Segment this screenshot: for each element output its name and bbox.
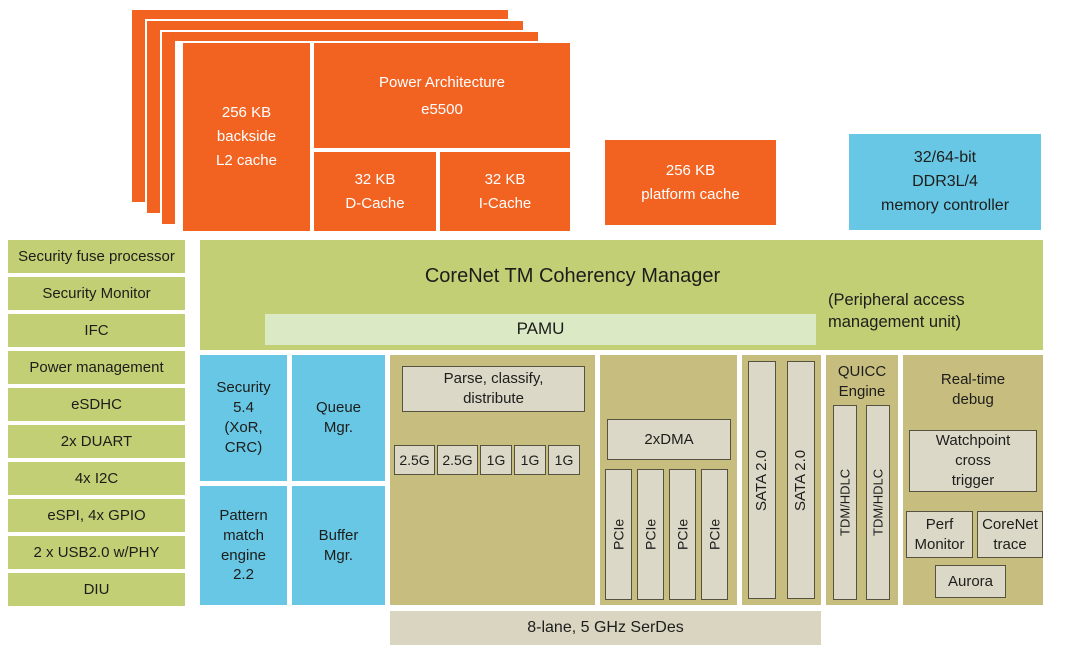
eth-port-1g-2: 1G [514, 445, 546, 475]
sidebar-item-security-fuse-processor: Security fuse processor [8, 240, 185, 273]
aurora-block: Aurora [935, 565, 1006, 598]
sidebar-item-duart: 2x DUART [8, 425, 185, 458]
queue-manager-block: Queue Mgr. [292, 355, 385, 481]
tdm-hdlc-2: TDM/HDLC [866, 405, 890, 600]
pcie-lane-2: PCIe [637, 469, 664, 600]
dma-block: 2xDMA [607, 419, 731, 460]
watchpoint-cross-trigger-block: Watchpoint cross trigger [909, 430, 1037, 492]
debug-block: Real-time debug Watchpoint cross trigger… [903, 355, 1043, 605]
sata-port-1: SATA 2.0 [748, 361, 776, 599]
d-cache-block: 32 KB D-Cache [314, 152, 436, 231]
pcie-lane-4: PCIe [701, 469, 728, 600]
sidebar-item-i2c: 4x I2C [8, 462, 185, 495]
serdes-bar: 8-lane, 5 GHz SerDes [390, 611, 821, 645]
corenet-trace-block: CoreNet trace [977, 511, 1043, 558]
perf-monitor-block: Perf Monitor [906, 511, 973, 558]
sidebar-item-usb: 2 x USB2.0 w/PHY [8, 536, 185, 569]
eth-port-2-5g-1: 2.5G [394, 445, 435, 475]
l2-cache-block: 256 KB backside L2 cache [183, 43, 310, 231]
cpu-e5500-block: Power Architecture e5500 [314, 43, 570, 148]
sidebar-item-esdhc: eSDHC [8, 388, 185, 421]
parse-classify-distribute-block: Parse, classify, distribute [402, 366, 585, 412]
peripheral-access-note: (Peripheral access management unit) [828, 291, 965, 331]
sata-group: SATA 2.0 SATA 2.0 [742, 355, 821, 605]
sata-port-2: SATA 2.0 [787, 361, 815, 599]
ddr-memory-controller-block: 32/64-bit DDR3L/4 memory controller [849, 134, 1041, 230]
dma-pcie-block: 2xDMA PCIe PCIe PCIe PCIe [600, 355, 737, 605]
real-time-debug-label: Real-time debug [940, 371, 1006, 408]
frame-manager-block: Parse, classify, distribute 2.5G 2.5G 1G… [390, 355, 595, 605]
i-cache-block: 32 KB I-Cache [440, 152, 570, 231]
sidebar-item-security-monitor: Security Monitor [8, 277, 185, 310]
eth-port-2-5g-2: 2.5G [437, 445, 478, 475]
corenet-title: CoreNet TM Coherency Manager [424, 264, 721, 287]
eth-port-1g-1: 1G [480, 445, 512, 475]
platform-cache-block: 256 KB platform cache [605, 140, 776, 225]
quicc-engine-label: QUICC Engine [837, 363, 887, 400]
quicc-engine-block: QUICC Engine TDM/HDLC TDM/HDLC [826, 355, 898, 605]
eth-port-1g-3: 1G [548, 445, 580, 475]
sidebar-item-diu: DIU [8, 573, 185, 606]
pattern-match-engine-block: Pattern match engine 2.2 [200, 486, 287, 605]
pcie-lane-1: PCIe [605, 469, 632, 600]
sidebar-item-power-management: Power management [8, 351, 185, 384]
security-engine-block: Security 5.4 (XoR, CRC) [200, 355, 287, 481]
cpu-cluster-front: 256 KB backside L2 cache Power Architect… [175, 41, 572, 233]
sidebar-item-espi-gpio: eSPI, 4x GPIO [8, 499, 185, 532]
pamu-bar: PAMU [265, 314, 816, 345]
corenet-coherency-manager: CoreNet TM Coherency Manager (Peripheral… [200, 240, 1043, 350]
tdm-hdlc-1: TDM/HDLC [833, 405, 857, 600]
pcie-lane-3: PCIe [669, 469, 696, 600]
buffer-manager-block: Buffer Mgr. [292, 486, 385, 605]
sidebar-item-ifc: IFC [8, 314, 185, 347]
